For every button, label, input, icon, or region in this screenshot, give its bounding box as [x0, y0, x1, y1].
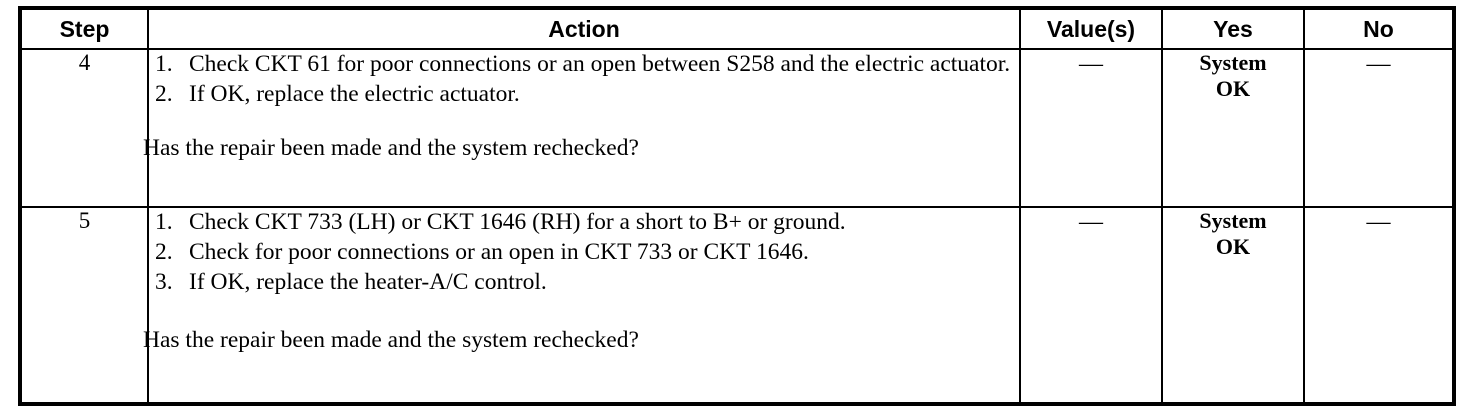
- em-dash-icon: —: [1079, 51, 1103, 77]
- column-header-yes: Yes: [1161, 7, 1305, 50]
- cell-value: —: [1019, 47, 1163, 209]
- action-step-list: 1. Check CKT 61 for poor connections or …: [149, 50, 1019, 108]
- list-item-text: Check CKT 61 for poor connections or an …: [189, 51, 1011, 77]
- list-item-text: If OK, replace the electric actuator.: [189, 80, 520, 107]
- list-item-number: 2.: [155, 238, 173, 265]
- cell-yes: System OK: [1161, 206, 1305, 405]
- list-item-number: 1.: [155, 209, 173, 236]
- yes-text-line-2: OK: [1215, 75, 1251, 101]
- action-step-list: 1. Check CKT 733 (LH) or CKT 1646 (RH) f…: [149, 208, 1019, 296]
- yes-text-line-1: System: [1199, 208, 1267, 234]
- list-item-text: Check for poor connections or an open in…: [189, 238, 809, 265]
- em-dash-icon: —: [1079, 209, 1103, 236]
- list-item: 2. Check for poor connections or an open…: [149, 238, 1019, 267]
- cell-no: —: [1303, 47, 1455, 209]
- action-question: Has the repair been made and the system …: [143, 327, 639, 354]
- column-header-action: Action: [147, 7, 1021, 50]
- cell-action: 1. Check CKT 733 (LH) or CKT 1646 (RH) f…: [143, 206, 1021, 405]
- cell-step-number: 5: [19, 206, 149, 405]
- column-header-no: No: [1303, 7, 1455, 50]
- cell-no: —: [1303, 206, 1455, 405]
- list-item-number: 3.: [155, 268, 173, 295]
- table-row: 5 1. Check CKT 733 (LH) or CKT 1646 (RH)…: [19, 206, 1455, 405]
- diagnostic-table: Step Action Value(s) Yes No 4 1. Check C…: [18, 6, 1456, 406]
- cell-value: —: [1019, 206, 1163, 405]
- table-header-row: Step Action Value(s) Yes No: [19, 7, 1455, 50]
- em-dash-icon: —: [1366, 51, 1391, 77]
- list-item-number: 2.: [155, 80, 173, 107]
- cell-action: 1. Check CKT 61 for poor connections or …: [143, 47, 1021, 209]
- list-item-text: If OK, replace the heater-A/C control.: [189, 268, 547, 295]
- column-header-step: Step: [19, 7, 149, 50]
- table-row: 4 1. Check CKT 61 for poor connections o…: [19, 47, 1455, 209]
- list-item: 2. If OK, replace the electric actuator.: [149, 80, 1019, 109]
- list-item: 3. If OK, replace the heater-A/C control…: [149, 268, 1019, 297]
- yes-text-line-1: System: [1199, 50, 1267, 75]
- cell-step-number: 4: [19, 47, 149, 209]
- list-item-text: Check CKT 733 (LH) or CKT 1646 (RH) for …: [189, 209, 846, 236]
- action-question: Has the repair been made and the system …: [143, 135, 639, 162]
- yes-text-line-2: OK: [1215, 234, 1251, 260]
- cell-yes: System OK: [1161, 47, 1305, 209]
- list-item: 1. Check CKT 733 (LH) or CKT 1646 (RH) f…: [149, 208, 1019, 237]
- em-dash-icon: —: [1366, 209, 1391, 236]
- list-item: 1. Check CKT 61 for poor connections or …: [149, 50, 1019, 79]
- column-header-values: Value(s): [1019, 7, 1163, 50]
- list-item-number: 1.: [155, 51, 173, 77]
